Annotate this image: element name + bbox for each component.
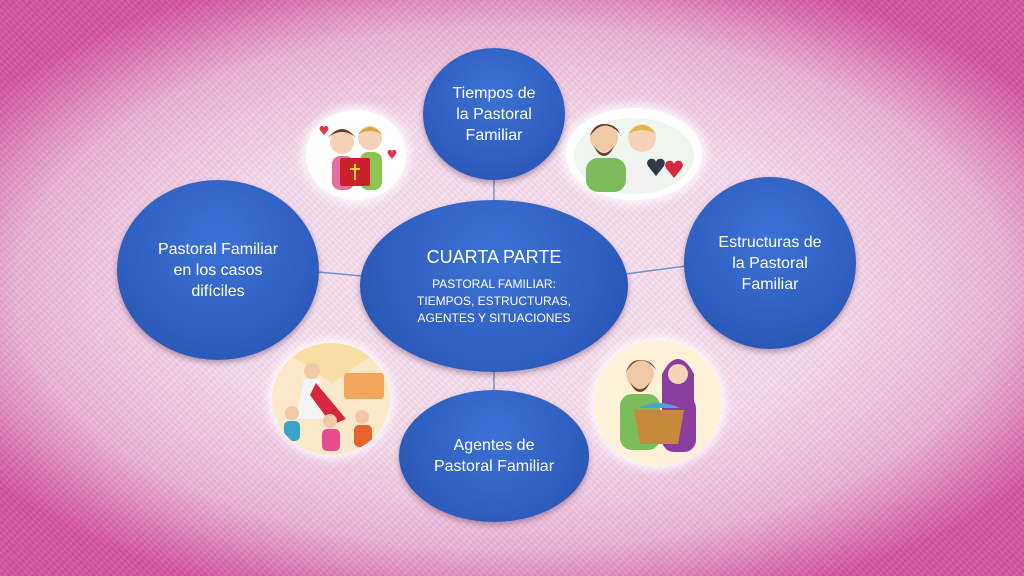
node-agentes: Agentes de Pastoral Familiar [399, 390, 589, 522]
node-agentes-line-1: Agentes de [453, 437, 535, 454]
central-node-subtitle-line-3: AGENTES Y SITUACIONES [417, 310, 571, 325]
node-casos-dificiles-line-1: Pastoral Familiar [157, 240, 279, 258]
central-node-subtitle-line-1: PASTORAL FAMILIAR: [432, 276, 556, 291]
node-agentes-line-2: Pastoral Familiar [433, 458, 555, 475]
node-tiempos: Tiempos de la Pastoral Familiar [423, 48, 565, 180]
node-casos-dificiles: Pastoral Familiar en los casos difíciles [117, 180, 319, 360]
central-node-subtitle-line-2: TIEMPOS, ESTRUCTURAS, [416, 293, 571, 308]
two-figures-with-hearts-illustration [566, 108, 702, 200]
central-node: CUARTA PARTE PASTORAL FAMILIAR: TIEMPOS,… [360, 200, 628, 372]
node-tiempos-line-1: Tiempos de [452, 84, 536, 102]
node-casos-dificiles-line-3: difíciles [191, 282, 245, 300]
node-estructuras-line-3: Familiar [741, 275, 799, 293]
node-estructuras: Estructuras de la Pastoral Familiar [684, 177, 856, 349]
node-tiempos-line-3: Familiar [465, 126, 523, 144]
couple-with-bible-illustration [306, 110, 406, 200]
connector-estructuras [625, 265, 687, 275]
node-tiempos-line-2: la Pastoral [456, 105, 532, 123]
jesus-with-crowd-illustration [272, 343, 390, 455]
node-casos-dificiles-line-2: en los casos [173, 261, 263, 279]
central-node-title: CUARTA PARTE [426, 246, 562, 267]
node-estructuras-line-1: Estructuras de [718, 233, 822, 251]
node-estructuras-line-2: la Pastoral [732, 254, 808, 272]
couple-with-basket-illustration [594, 340, 722, 466]
connector-dificiles [317, 271, 363, 277]
